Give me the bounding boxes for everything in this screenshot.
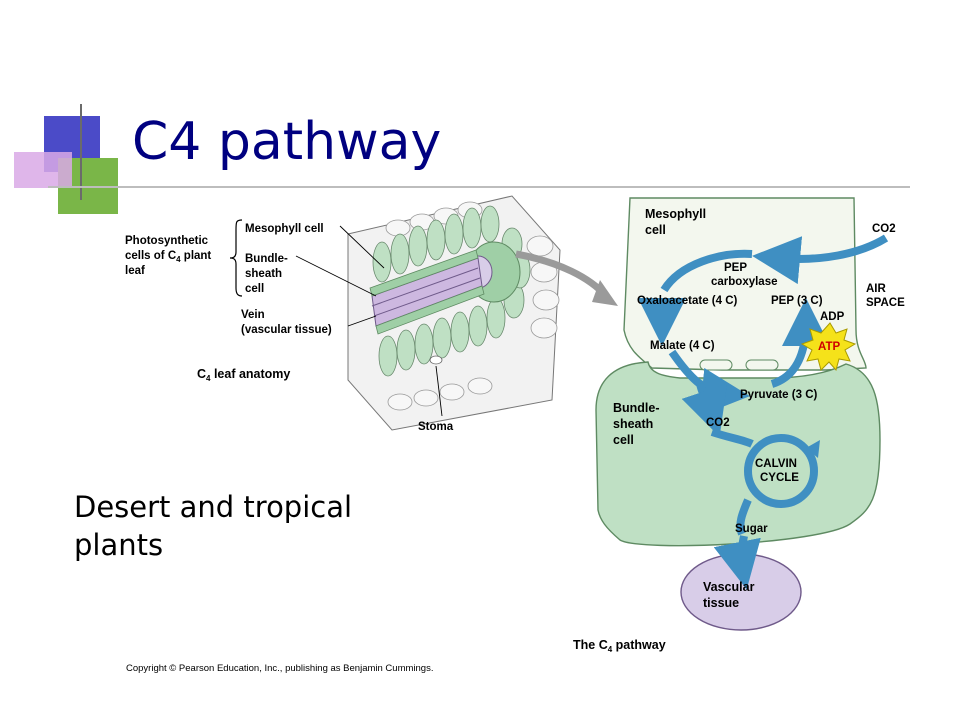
c4-pathway-caption: The C4 pathway [573,638,666,654]
copyright-notice: Copyright © Pearson Education, Inc., pub… [126,663,434,674]
mesophyll-cell-label: Mesophyll cell [245,223,324,235]
air-space-label-1: AIR [866,283,887,295]
pep-label: PEP (3 C) [771,295,823,307]
leaf-anatomy-illustration [347,195,561,431]
pep-carboxylase-label-1: PEP [724,262,747,274]
bundle-sheath-cell-label-1: Bundle- [613,401,660,415]
bullet-text: Desert and tropical plants [74,490,353,562]
atp-label: ATP [818,341,840,353]
bundle-sheath-cell-label-2: sheath [613,417,653,431]
air-space-label-2: SPACE [866,297,905,309]
adp-label: ADP [820,311,845,323]
bundle-sheath-label-1: Bundle- [245,253,288,265]
calvin-cycle-label-1: CALVIN [755,458,797,470]
leaf-anatomy-caption: C4 leaf anatomy [197,367,290,383]
deco-vertical-line [80,104,82,200]
photosynthetic-cells-label-2: cells of C4 plant [125,250,211,264]
atp-burst [800,322,857,372]
vein-label-1: Vein [241,309,265,321]
co2-in-label: CO2 [872,223,896,235]
bundle-sheath-cell-label-3: cell [613,433,634,447]
mesophyll-cell-label-1: Mesophyll [645,207,706,221]
vascular-tissue-label-2: tissue [703,596,739,610]
oxaloacetate-label: Oxaloacetate (4 C) [637,295,738,307]
stoma-label: Stoma [418,421,454,433]
photosynthetic-cells-label-1: Photosynthetic [125,235,209,247]
co2-bundle-label: CO2 [706,417,730,429]
pyruvate-label: Pyruvate (3 C) [740,389,818,401]
mesophyll-cell-label-2: cell [645,223,666,237]
photosynthetic-cells-label-3: leaf [125,265,145,277]
deco-pink-square [14,152,72,188]
pep-carboxylase-label-2: carboxylase [711,276,778,288]
malate-label: Malate (4 C) [650,340,715,352]
slide-title: C4 pathway [132,112,442,172]
vein-label-2: (vascular tissue) [241,324,332,336]
bundle-sheath-label-3: cell [245,283,264,295]
sugar-label: Sugar [735,523,768,535]
vascular-tissue-label-1: Vascular [703,580,755,594]
bundle-sheath-label-2: sheath [245,268,282,280]
title-rule [48,186,910,188]
calvin-cycle-label-2: CYCLE [760,472,799,484]
